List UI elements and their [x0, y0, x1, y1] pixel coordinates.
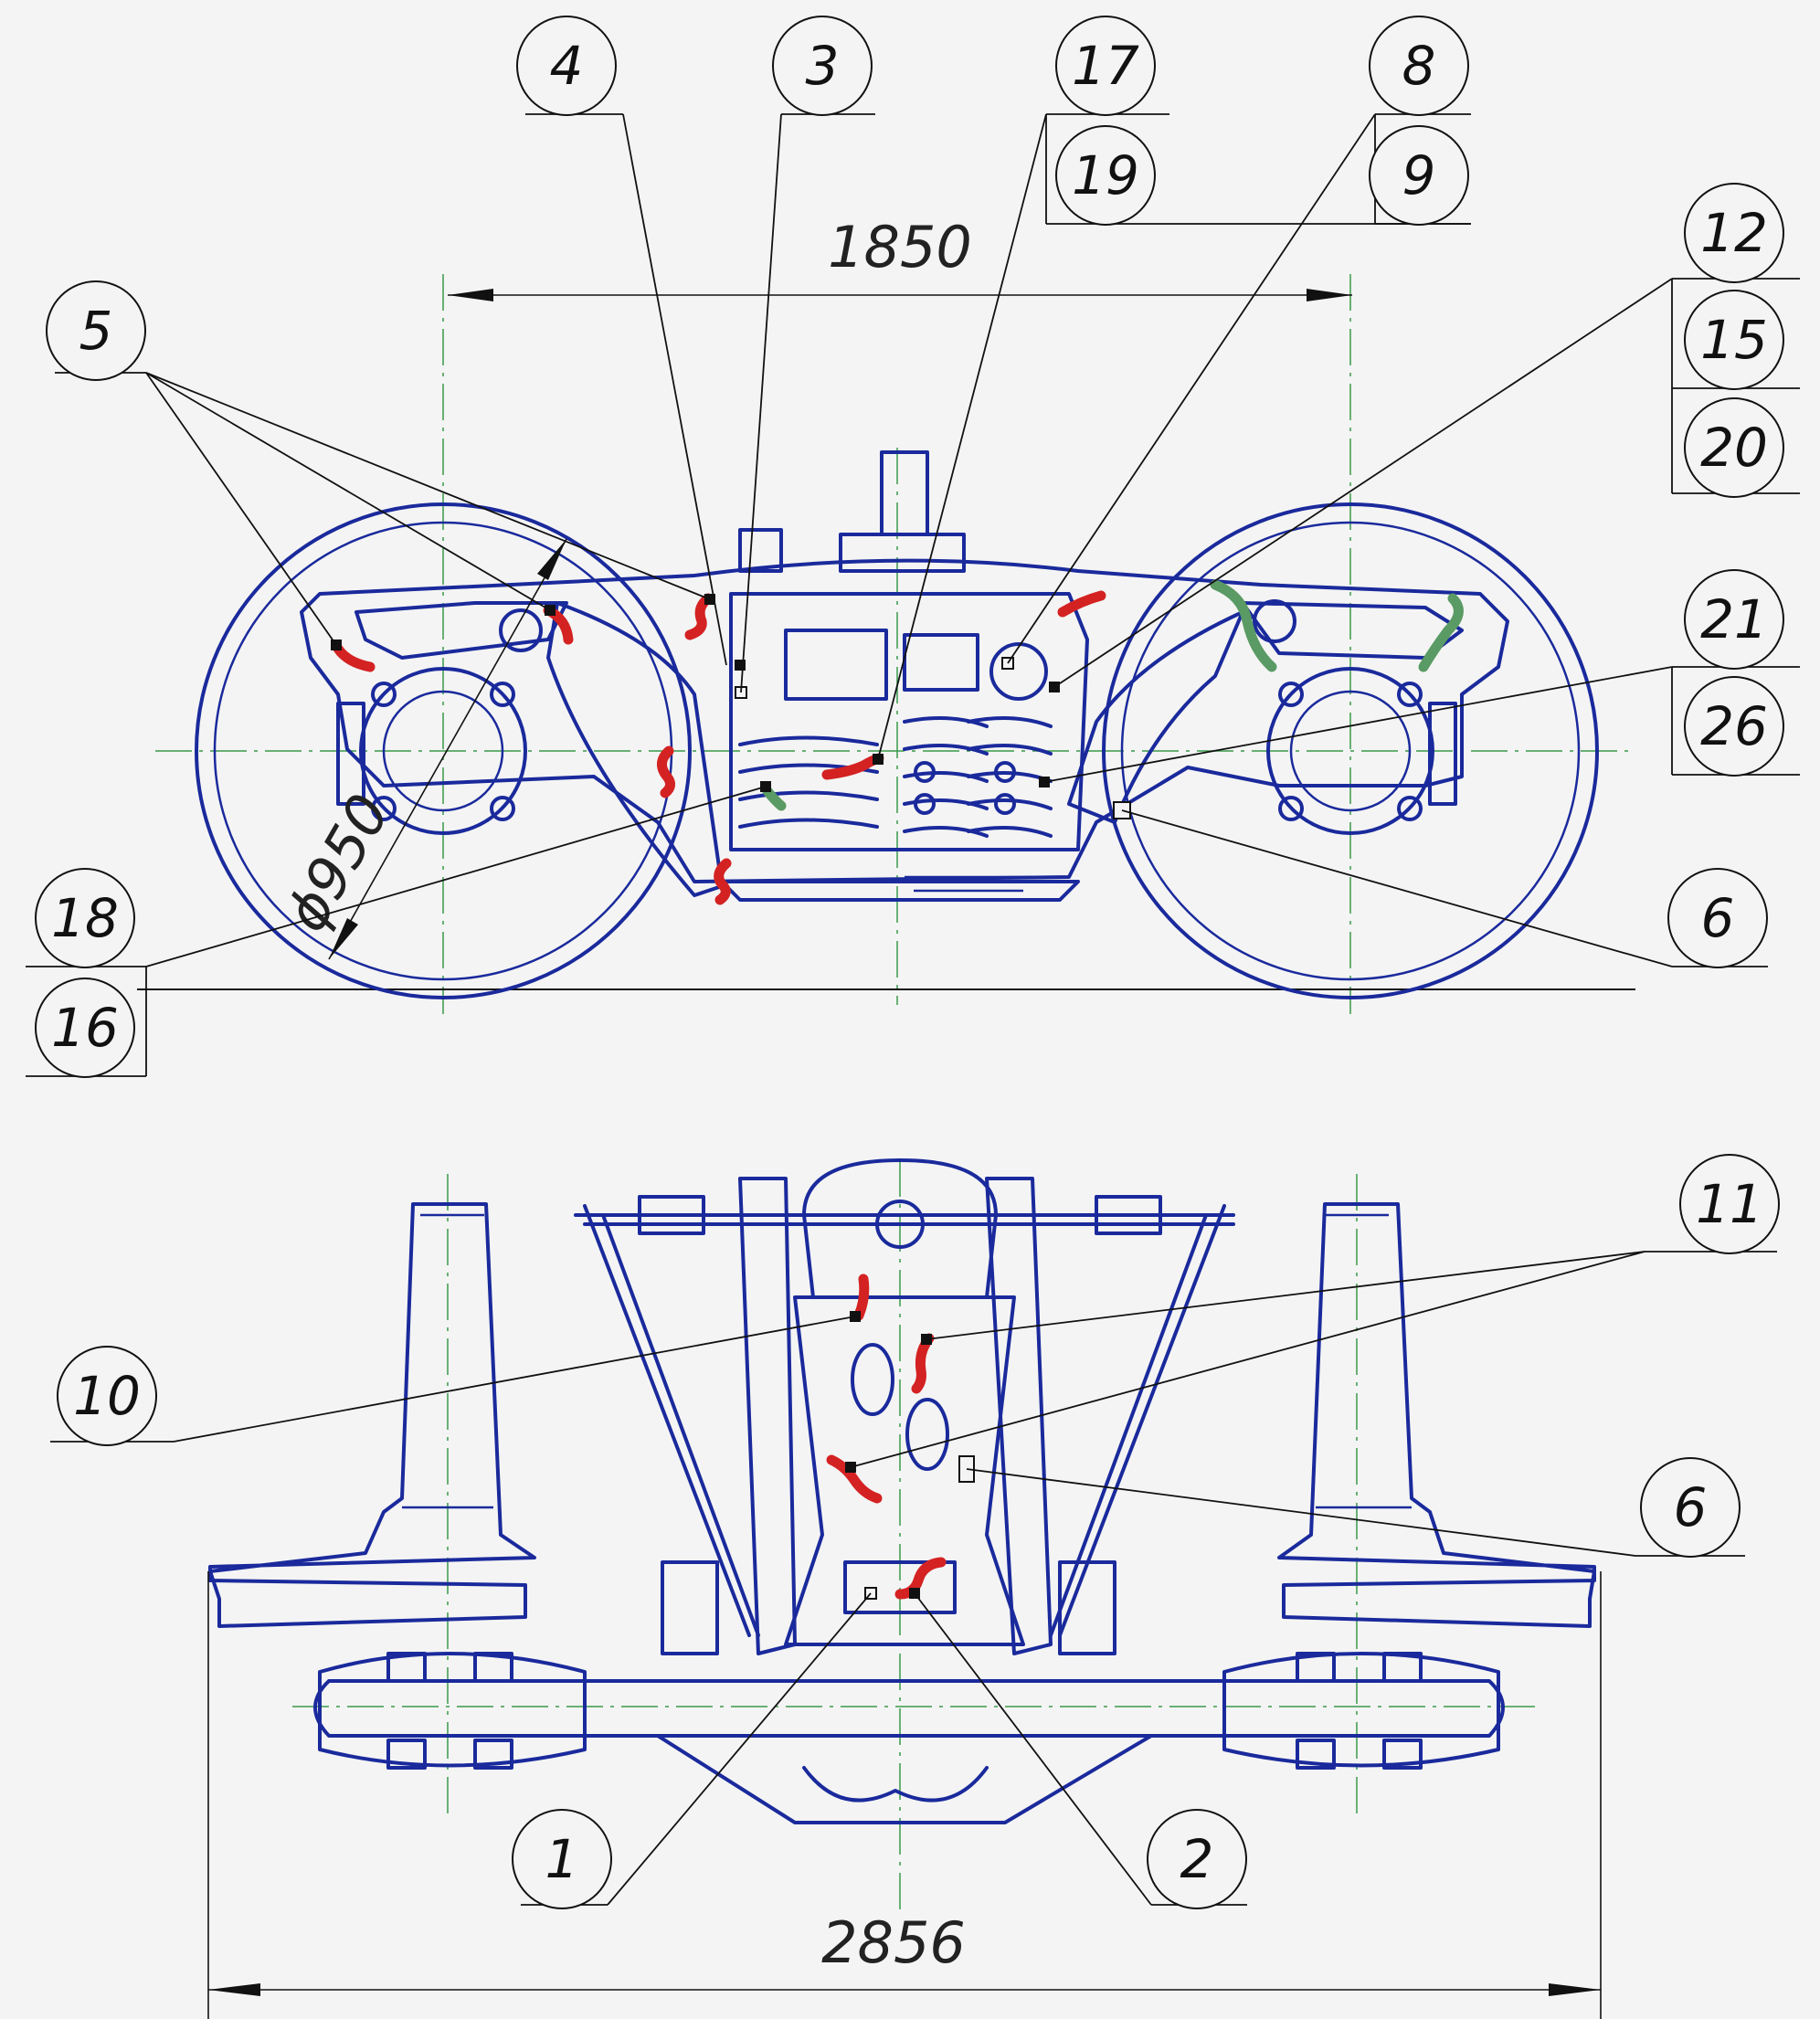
callout-2: 2 [1147, 1809, 1247, 1909]
callout-17: 17 [1055, 16, 1156, 116]
svg-text:8: 8 [1402, 35, 1436, 97]
callout-16: 16 [35, 978, 135, 1078]
svg-text:21: 21 [1700, 588, 1768, 650]
callout-1: 1 [512, 1809, 612, 1909]
svg-text:11: 11 [1696, 1173, 1763, 1235]
callout-5: 5 [46, 280, 146, 381]
callout-21: 21 [1684, 569, 1784, 670]
crack-mark [714, 858, 732, 905]
crack-mark [911, 1333, 935, 1394]
callouts-front: 10 11 6 1 2 [57, 1154, 1780, 1909]
svg-text:3: 3 [806, 35, 840, 97]
wheelbase-dimension: 1850 [448, 214, 1352, 301]
svg-text:18: 18 [51, 887, 119, 949]
lower-box [656, 1734, 1153, 1824]
svg-text:17: 17 [1072, 35, 1139, 97]
svg-text:19: 19 [1072, 144, 1139, 206]
crack-mark [1057, 590, 1106, 618]
spring-set [738, 716, 1053, 838]
svg-text:2: 2 [1180, 1828, 1214, 1890]
repair-mark [762, 786, 787, 811]
crack-mark [684, 593, 714, 640]
bolster-front [574, 1158, 1235, 1655]
right-wheelset-side [1102, 502, 1599, 999]
callout-12: 12 [1684, 183, 1784, 283]
svg-text:26: 26 [1700, 695, 1768, 757]
crack-mark [853, 1274, 870, 1321]
crack-mark [333, 643, 376, 672]
svg-text:6: 6 [1701, 887, 1735, 949]
svg-text:5: 5 [79, 300, 113, 362]
callouts-side: 5 4 3 17 19 8 9 12 15 20 21 26 6 18 16 [35, 16, 1784, 1078]
crack-mark [826, 1454, 883, 1504]
callout-9: 9 [1369, 125, 1469, 226]
callout-3: 3 [772, 16, 873, 116]
svg-text:12: 12 [1700, 202, 1768, 264]
callout-18: 18 [35, 868, 135, 968]
callout-11: 11 [1679, 1154, 1780, 1254]
wheelbase-label: 1850 [828, 214, 972, 280]
repair-mark [1418, 593, 1464, 672]
side-frame [300, 450, 1509, 902]
callout-26: 26 [1684, 676, 1784, 777]
svg-text:16: 16 [51, 997, 119, 1059]
svg-text:20: 20 [1700, 417, 1768, 479]
svg-text:9: 9 [1402, 144, 1436, 206]
callout-6-side: 6 [1667, 868, 1768, 968]
svg-text:10: 10 [73, 1365, 141, 1427]
left-wheel-front [208, 1202, 587, 1770]
callout-6-front: 6 [1640, 1457, 1741, 1558]
overall-width-label: 2856 [821, 1909, 966, 1976]
front-view: 2856 10 11 6 1 2 [50, 1154, 1780, 2019]
crack-marks-front [826, 1274, 947, 1600]
callout-10: 10 [57, 1346, 157, 1446]
axle-front [313, 1679, 1505, 1738]
svg-text:15: 15 [1700, 309, 1768, 371]
crack-mark [894, 1557, 947, 1600]
callout-15: 15 [1684, 290, 1784, 390]
repair-marks-side [762, 579, 1464, 811]
right-wheel-front [1222, 1202, 1596, 1770]
repair-mark [1210, 579, 1277, 672]
svg-text:4: 4 [550, 35, 584, 97]
overall-width-dimension: 2856 [207, 1571, 1602, 2019]
side-view: 1850 ϕ950 [26, 16, 1800, 1078]
left-wheelset-side [195, 502, 692, 999]
svg-text:6: 6 [1674, 1476, 1708, 1538]
callout-19: 19 [1055, 125, 1156, 226]
svg-text:1: 1 [545, 1828, 579, 1890]
callout-20: 20 [1684, 397, 1784, 498]
crack-mark [657, 745, 675, 798]
callout-8: 8 [1369, 16, 1469, 116]
callout-4: 4 [516, 16, 617, 116]
